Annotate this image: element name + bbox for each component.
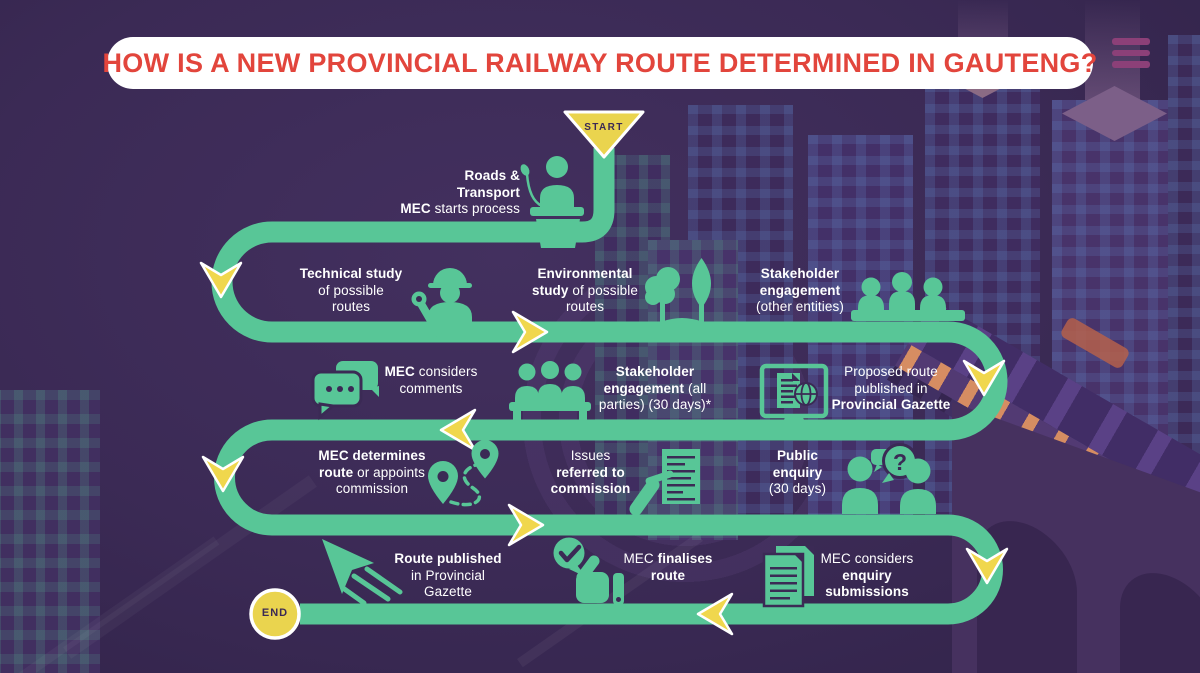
direction-arrow-icon [439,408,477,452]
engineer-icon [411,268,472,337]
enquiry-people-icon: ? [842,443,936,514]
title-banner: HOW IS A NEW PROVINCIAL RAILWAY ROUTE DE… [102,37,1097,89]
direction-arrow-icon [696,592,734,636]
hamburger-bar [1112,38,1150,45]
direction-arrow-icon [511,310,549,354]
direction-arrow-icon [965,547,1009,585]
start-marker [563,110,645,159]
direction-arrow-icon [201,455,245,493]
start-label: START [584,122,624,133]
direction-arrow-icon [199,261,243,299]
thumbs-up-icon [553,537,624,605]
speech-bubbles-icon [311,361,379,421]
end-marker [249,588,301,640]
direction-arrow-icon [962,359,1006,397]
hamburger-bar [1112,61,1150,68]
svg-text:?: ? [893,449,907,475]
meeting-table-icon [509,361,591,423]
send-arrow-icon [322,539,403,606]
building [0,390,100,673]
hamburger-bar [1112,49,1150,56]
hamburger-icon[interactable] [1112,38,1150,73]
direction-arrow-icon [507,503,545,547]
process-path [211,148,1008,625]
documents-icon [762,546,814,608]
trees-icon [644,258,720,331]
hand-document-icon [629,449,700,516]
monitor-gazette-icon [759,363,829,427]
route-pins-icon [428,440,499,507]
podium-speaker-icon [520,156,584,248]
end-label: END [261,607,289,619]
stakeholder-panel-icon [851,272,965,321]
page-title: HOW IS A NEW PROVINCIAL RAILWAY ROUTE DE… [102,47,1098,78]
